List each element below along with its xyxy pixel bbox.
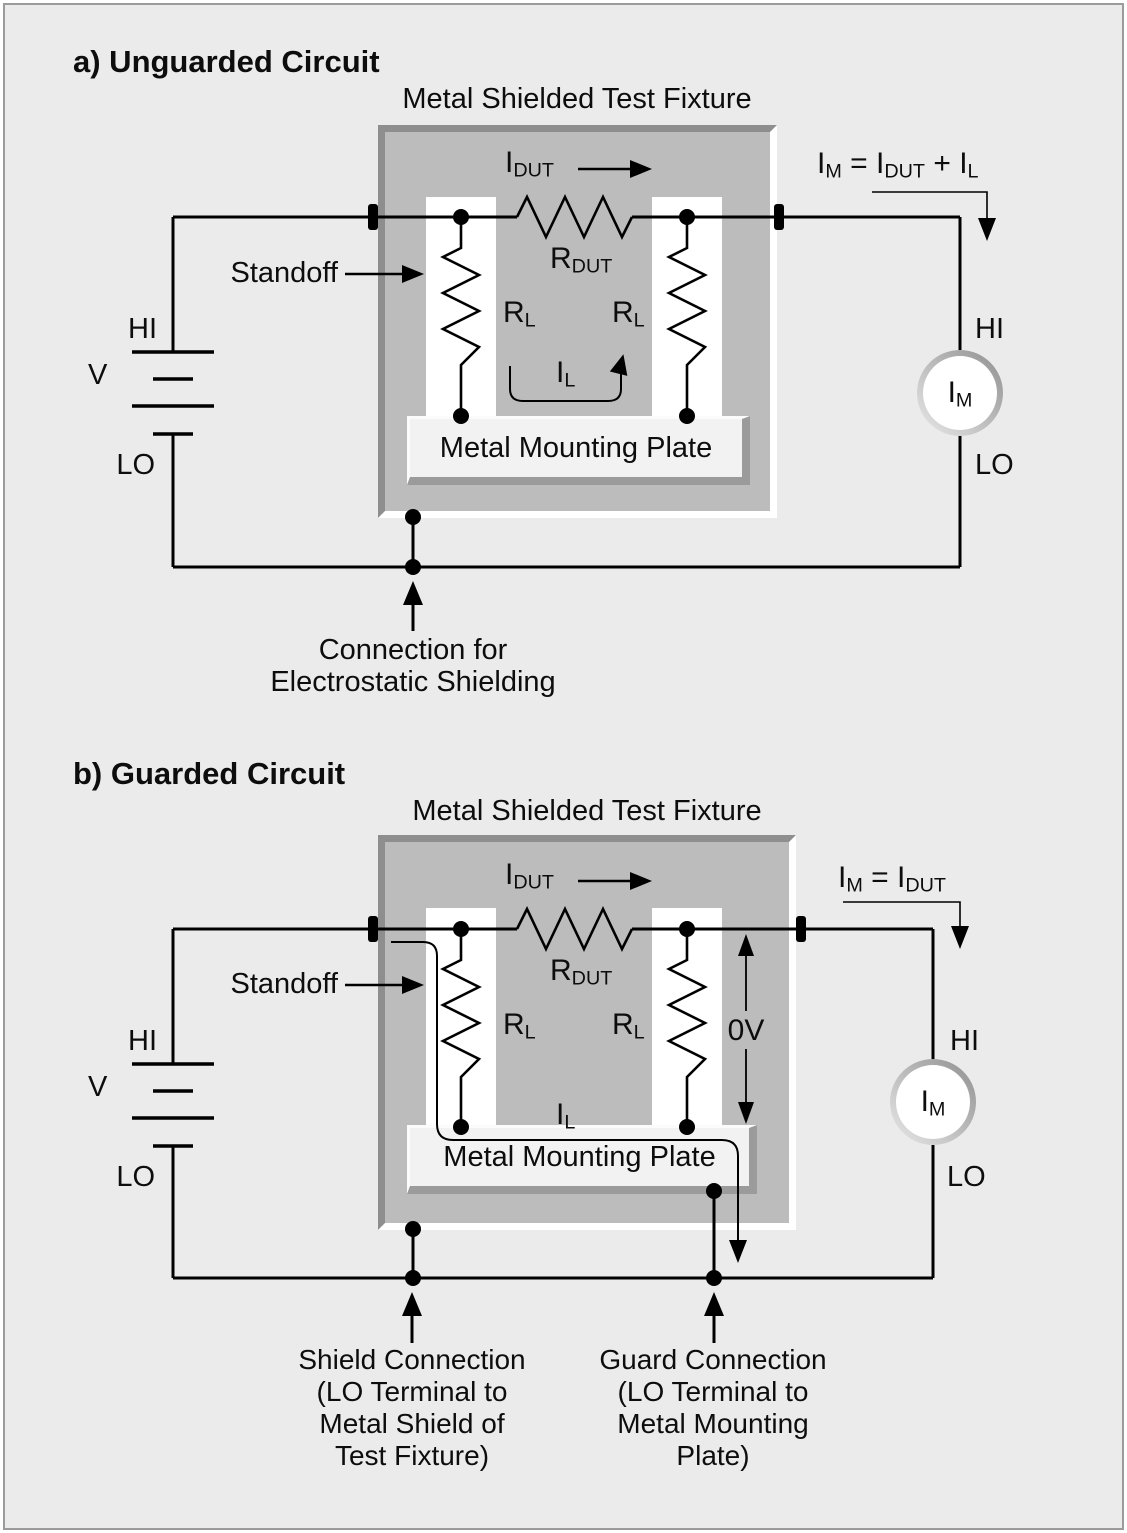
ammeter-a <box>917 350 1003 436</box>
shield-connection-arrow-b <box>402 1292 422 1343</box>
equation-b: IM = IDUT <box>838 861 947 897</box>
ammeter-label-b: IM <box>920 1085 946 1121</box>
equation-a: IM = IDUT + IL <box>817 147 979 183</box>
rl-left-label-b: RL <box>503 1008 536 1044</box>
wire-loop-b <box>171 927 935 1280</box>
voltage-source-a <box>132 350 214 436</box>
shield-caption-line1-b: Shield Connection <box>298 1344 526 1375</box>
rl-resistor-right-b <box>666 929 708 1127</box>
shield-caption-line4-b: Test Fixture) <box>334 1440 490 1471</box>
guard-caption-line4-b: Plate) <box>676 1440 750 1471</box>
source-hi-label-b: HI <box>128 1025 157 1057</box>
wire-loop-a <box>171 215 962 569</box>
guard-leakage-path-b <box>391 941 747 1263</box>
rl-right-label-a: RL <box>612 296 645 332</box>
meter-hi-label-a: HI <box>975 313 1004 345</box>
zero-volt-label-b: 0V <box>727 1014 765 1047</box>
source-lo-label-a: LO <box>116 449 155 481</box>
feedthrough-terminals-a <box>368 204 784 230</box>
il-leakage-arrow-a <box>509 354 628 402</box>
terminal-right-a <box>774 204 784 230</box>
rl-resistor-left-b <box>440 929 482 1127</box>
shield-connection-arrow-a <box>403 581 423 631</box>
metal-mounting-plate-a: Metal Mounting Plate <box>407 416 750 485</box>
section-title-b: b) Guarded Circuit <box>73 756 346 791</box>
metal-mounting-plate-label-b: Metal Mounting Plate <box>443 1140 716 1173</box>
il-label-a: IL <box>556 356 576 392</box>
circuit-b-resistors <box>440 905 708 1127</box>
metal-mounting-plate-b: Metal Mounting Plate <box>407 1125 757 1194</box>
terminal-right-b <box>796 916 806 942</box>
rdut-resistor-a <box>515 193 634 241</box>
circuit-a-wires <box>171 215 962 569</box>
voltage-source-b <box>132 1062 214 1148</box>
rl-resistor-right-a <box>666 217 708 416</box>
fixture-label-b: Metal Shielded Test Fixture <box>412 795 762 827</box>
terminal-left-b <box>368 916 378 942</box>
meter-hi-label-b: HI <box>950 1025 979 1057</box>
idut-label-b: IDUT <box>505 858 554 894</box>
source-v-label-a: V <box>88 359 108 391</box>
ammeter-label-a: IM <box>947 376 973 412</box>
standoff-label-b: Standoff <box>230 968 338 1000</box>
idut-label-a: IDUT <box>505 146 554 182</box>
equation-pointer-arrow-a <box>872 191 996 241</box>
shield-caption-line2-a: Electrostatic Shielding <box>270 666 556 698</box>
rdut-label-a: RDUT <box>550 242 613 278</box>
circuit-a-resistors <box>440 193 708 416</box>
guard-caption-line2-b: (LO Terminal to <box>617 1376 809 1407</box>
shield-caption-line3-b: Metal Shield of <box>319 1408 505 1439</box>
shield-caption-line2-b: (LO Terminal to <box>316 1376 508 1407</box>
terminal-left-a <box>368 204 378 230</box>
meter-lo-label-a: LO <box>975 449 1014 481</box>
shield-caption-line1-a: Connection for <box>318 634 508 666</box>
standoff-label-a: Standoff <box>230 257 338 289</box>
guard-connection-arrow-b <box>704 1292 724 1343</box>
rdut-label-b: RDUT <box>550 954 613 990</box>
feedthrough-terminals-b <box>368 916 806 942</box>
standoff-arrow-b <box>345 976 424 994</box>
source-hi-label-a: HI <box>128 313 157 345</box>
battery-plates-a <box>132 350 214 436</box>
ammeter-b <box>890 1059 976 1145</box>
junction-dots-b <box>405 921 722 1286</box>
source-lo-label-b: LO <box>116 1161 155 1193</box>
standoff-arrow-a <box>345 265 424 283</box>
il-label-b: IL <box>556 1098 576 1134</box>
guard-caption-line3-b: Metal Mounting <box>617 1408 809 1439</box>
idut-arrow-b <box>578 872 652 890</box>
rl-left-label-a: RL <box>503 296 536 332</box>
meter-lo-label-b: LO <box>947 1161 986 1193</box>
section-title-a: a) Unguarded Circuit <box>73 44 380 79</box>
junction-dots-a <box>405 209 695 575</box>
metal-mounting-plate-label-a: Metal Mounting Plate <box>439 431 713 464</box>
circuit-b-wires <box>171 927 935 1280</box>
fixture-label-a: Metal Shielded Test Fixture <box>402 83 752 115</box>
zero-volt-arrow-b <box>738 934 754 1124</box>
idut-arrow-a <box>578 160 652 178</box>
source-v-label-b: V <box>88 1071 108 1103</box>
rl-right-label-b: RL <box>612 1008 645 1044</box>
equation-pointer-arrow-b <box>843 901 969 949</box>
rl-resistor-left-a <box>440 217 482 416</box>
guard-caption-line1-b: Guard Connection <box>599 1344 827 1375</box>
battery-plates-b <box>132 1062 214 1148</box>
rdut-resistor-b <box>515 905 634 953</box>
